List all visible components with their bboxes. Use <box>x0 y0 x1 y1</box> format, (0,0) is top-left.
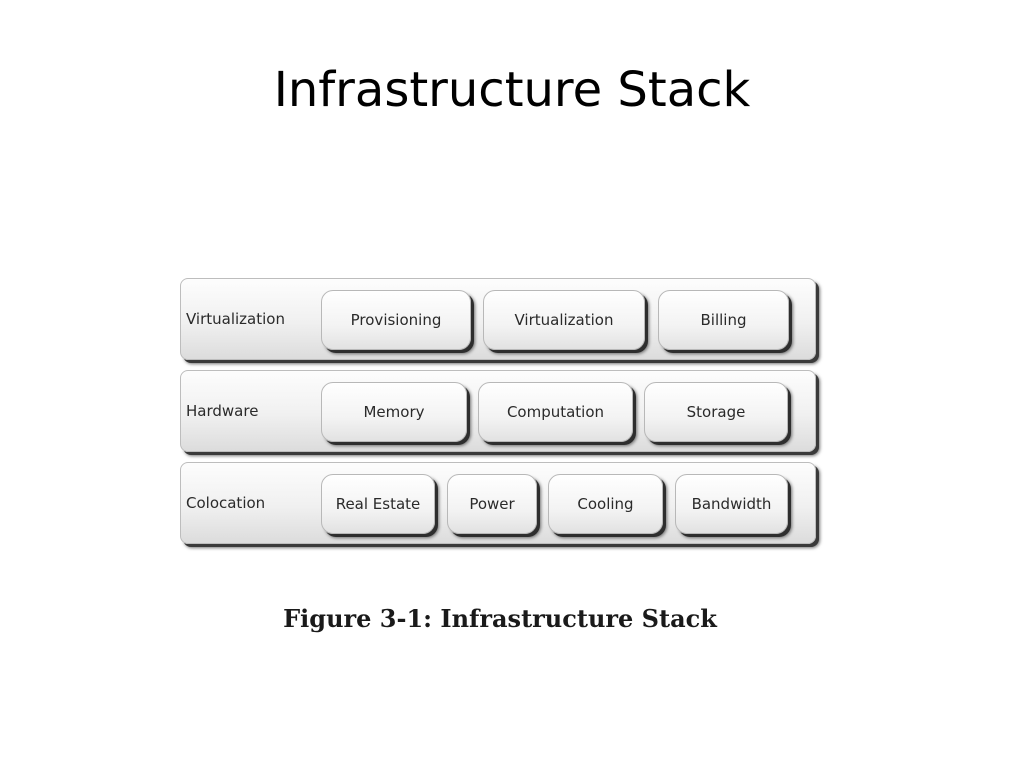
component-computation: Computation <box>478 382 633 442</box>
component-real-estate: Real Estate <box>321 474 435 534</box>
component-cooling: Cooling <box>548 474 663 534</box>
layer-label-virtualization: Virtualization <box>186 310 285 328</box>
infrastructure-stack-diagram: Virtualization Provisioning Virtualizati… <box>180 278 816 554</box>
layer-colocation: Colocation Real Estate Power Cooling Ban… <box>180 462 816 544</box>
component-billing: Billing <box>658 290 789 350</box>
component-virtualization: Virtualization <box>483 290 645 350</box>
layer-virtualization: Virtualization Provisioning Virtualizati… <box>180 278 816 360</box>
component-provisioning: Provisioning <box>321 290 471 350</box>
component-memory: Memory <box>321 382 467 442</box>
component-power: Power <box>447 474 537 534</box>
slide-title: Infrastructure Stack <box>273 62 751 118</box>
figure-caption: Figure 3-1: Infrastructure Stack <box>283 604 717 633</box>
layer-label-colocation: Colocation <box>186 494 266 512</box>
component-storage: Storage <box>644 382 788 442</box>
layer-hardware: Hardware Memory Computation Storage <box>180 370 816 452</box>
component-bandwidth: Bandwidth <box>675 474 788 534</box>
layer-label-hardware: Hardware <box>186 402 259 420</box>
